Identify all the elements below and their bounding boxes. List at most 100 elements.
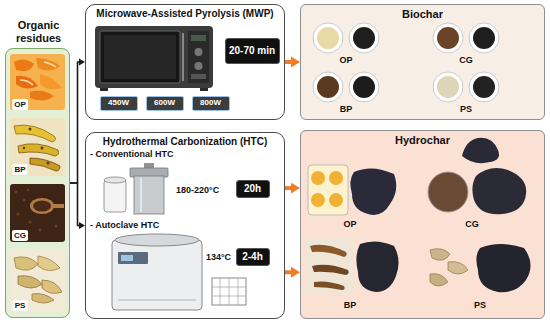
biochar-bowls [433, 72, 463, 102]
htc-reactor [134, 176, 164, 214]
htc-reactor [104, 177, 126, 183]
autoclave [115, 234, 199, 246]
microwave-oven [195, 48, 203, 56]
hydrochar-samples [356, 241, 398, 292]
hydrochar-samples [430, 249, 450, 261]
arrow-head [291, 183, 300, 194]
htc-reactor [104, 163, 168, 214]
coffee-grounds-photo [39, 229, 42, 232]
biochar-bowls [437, 76, 459, 98]
hydrochar-samples [314, 282, 345, 291]
sample-label: BP [344, 300, 357, 311]
autoclave [229, 278, 230, 305]
product-panel: Biochar [300, 4, 545, 120]
banana-peel-photo [47, 162, 50, 165]
coffee-grounds-photo [29, 221, 32, 224]
flow-arrow [285, 57, 300, 68]
hydrochar-samples [311, 193, 325, 207]
panel-fill [85, 4, 285, 120]
panel-fill [5, 4, 545, 319]
timer-display: 20h [236, 180, 270, 198]
microwave-oven [182, 33, 184, 81]
potato-peel-photo [14, 257, 38, 270]
coffee-grounds-photo [15, 191, 18, 194]
orange-peel-photo [14, 59, 34, 71]
coffee-grounds-photo [55, 225, 58, 228]
banana-peel-photo [14, 125, 56, 142]
panel-fill [300, 130, 545, 319]
autoclave [112, 240, 202, 310]
biochar-bowls [353, 27, 375, 49]
timer-text: 2-4h [242, 251, 263, 263]
hydrochar-samples [311, 171, 325, 185]
banana-peel-photo [10, 118, 65, 176]
sample-label: BP [340, 104, 353, 115]
flow-arrow [70, 58, 85, 183]
biochar-bowls [469, 23, 499, 53]
biochar-bowls [473, 76, 495, 98]
orange-peel-photo [10, 54, 65, 110]
coffee-grounds-photo [30, 198, 54, 214]
orange-peel-photo [30, 91, 54, 101]
flow-line [70, 62, 80, 183]
sample-label: PS [474, 300, 486, 311]
panel-title: Biochar [301, 8, 544, 21]
process-label: 134°C [206, 252, 231, 263]
autoclave [212, 296, 246, 297]
panel-fill [300, 4, 545, 120]
biochar-bowls [353, 76, 375, 98]
orange-peel-photo [10, 54, 65, 110]
microwave-oven [191, 74, 206, 79]
hydrochar-samples [472, 168, 526, 214]
orange-peel-photo [44, 62, 56, 67]
microwave-oven [104, 35, 176, 79]
power-button: 450W [100, 96, 138, 111]
timer-display: 2-4h [236, 248, 270, 266]
process-label: 180-220°C [176, 185, 219, 196]
process-title: Microwave-Assisted Pyrolysis (MWP) [86, 8, 284, 20]
sample-label: OP [12, 99, 28, 110]
sample-label: CG [459, 55, 473, 66]
panel-fill [5, 48, 70, 318]
banana-peel-photo [10, 118, 65, 176]
microwave-oven [95, 26, 213, 88]
biochar-bowls [317, 76, 339, 98]
htc-reactor [140, 178, 142, 212]
hydrochar-samples [329, 171, 343, 185]
panel-heading: Organic residues [2, 19, 75, 45]
hydrochar-samples [306, 138, 531, 294]
power-button: 800W [192, 96, 230, 111]
banana-peel-photo [41, 147, 44, 150]
autoclave [212, 287, 246, 288]
residue-panel: Organic residues [5, 48, 70, 318]
orange-peel-photo [20, 80, 33, 85]
potato-peel-photo [10, 250, 65, 312]
sample-label: OP [343, 219, 356, 230]
hydrochar-samples [350, 168, 396, 214]
microwave-oven [95, 26, 213, 91]
biochar-bowls [469, 72, 499, 102]
microwave-oven [100, 88, 108, 91]
biochar-bowls [473, 27, 495, 49]
process-label: - Conventional HTC [90, 149, 174, 160]
autoclave [118, 252, 148, 264]
banana-peel-photo [29, 128, 32, 131]
microwave-oven [100, 31, 180, 83]
autoclave [212, 278, 246, 305]
autoclave [238, 278, 239, 305]
biochar-bowls [349, 23, 379, 53]
potato-peel-photo [42, 280, 62, 293]
htc-reactor [104, 180, 126, 212]
coffee-grounds-photo [10, 184, 65, 242]
orange-peel-photo [36, 58, 60, 71]
flow-line [70, 183, 80, 226]
hydrochar-samples [312, 265, 349, 275]
coffee-grounds-photo [23, 199, 26, 202]
potato-peel-photo [18, 276, 42, 288]
product-panel: Hydrochar [300, 130, 545, 319]
biochar-bowls [349, 72, 379, 102]
orange-peel-photo [40, 74, 62, 89]
potato-peel-photo [32, 294, 54, 303]
biochar-bowls [313, 72, 343, 102]
